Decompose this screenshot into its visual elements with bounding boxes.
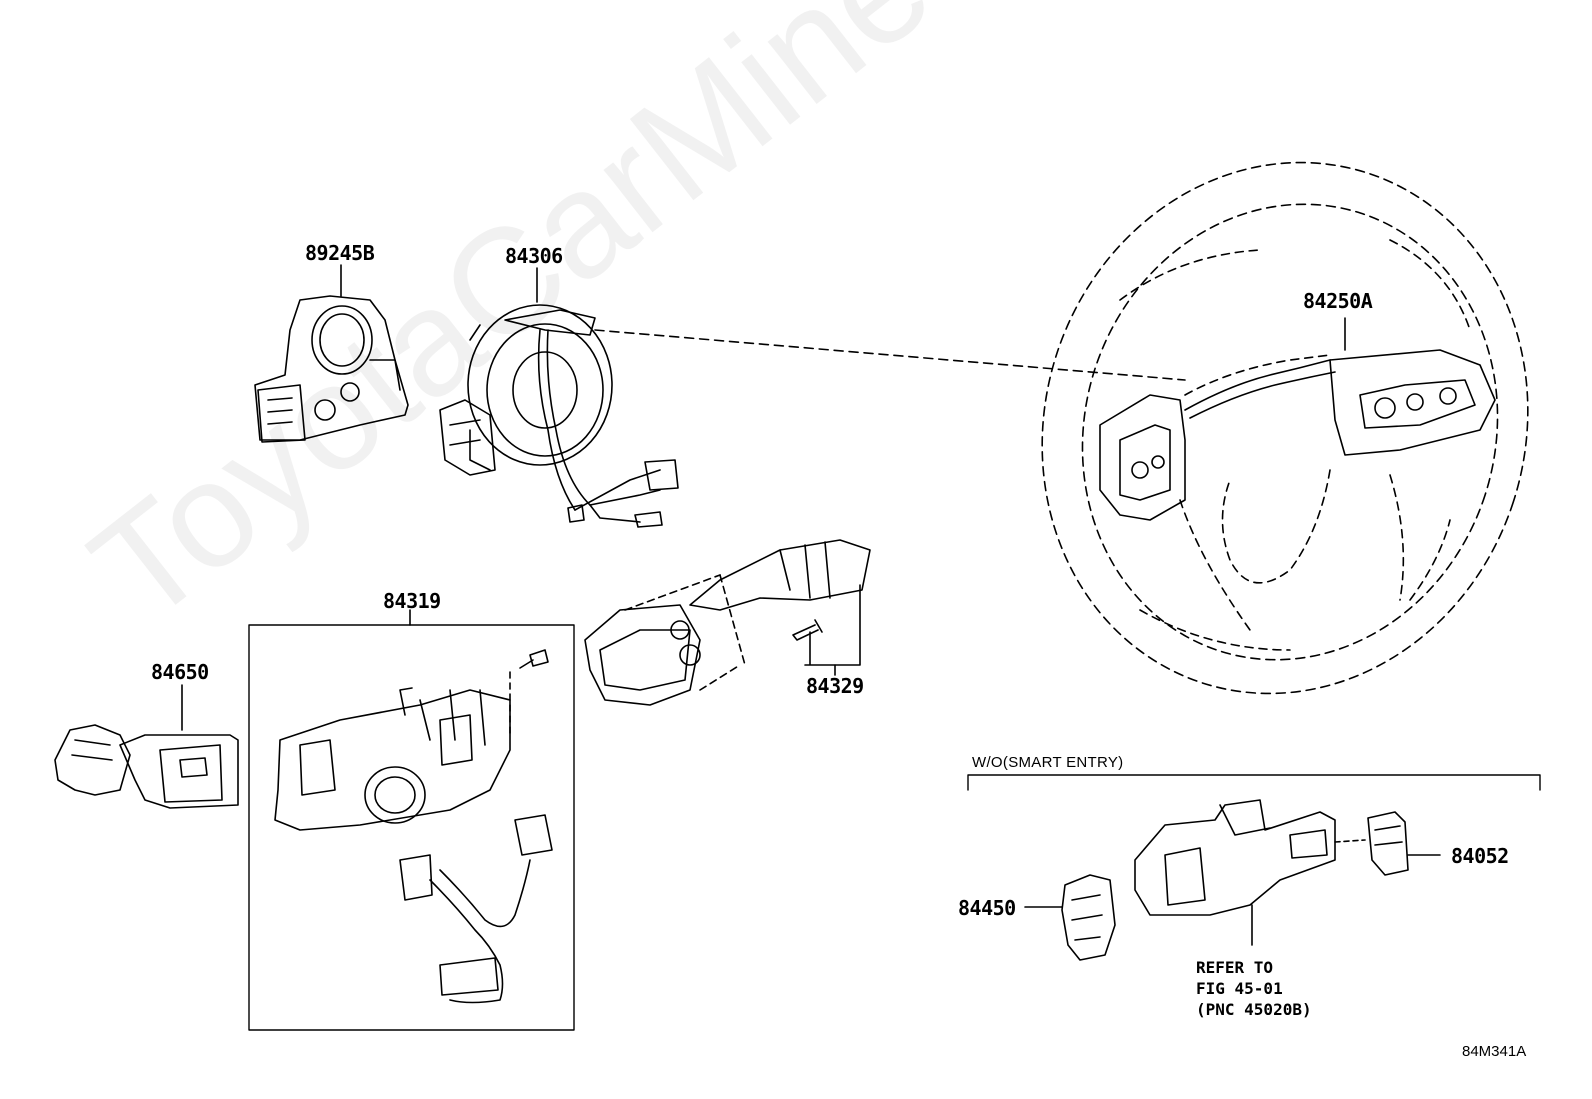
light-switch-drawing <box>584 539 871 706</box>
part-label-89245B: 89245B <box>305 241 375 265</box>
part-label-84052: 84052 <box>1451 844 1509 868</box>
steering-switch-drawing <box>1099 349 1496 521</box>
smart-entry-group-drawing <box>967 774 1541 961</box>
part-label-84250A: 84250A <box>1303 289 1373 313</box>
refer-note-line2: FIG 45-01 <box>1196 979 1283 998</box>
combination-switch-drawing <box>248 609 575 1031</box>
part-label-84450: 84450 <box>958 896 1016 920</box>
wiper-switch-drawing <box>54 684 239 809</box>
part-label-84329: 84329 <box>806 674 864 698</box>
refer-note-line1: REFER TO <box>1196 958 1274 977</box>
leader-84306-wheel <box>594 329 1186 381</box>
condition-label: W/O(SMART ENTRY) <box>972 754 1124 771</box>
clock-spring-drawing <box>439 267 679 528</box>
refer-note-line3: (PNC 45020B) <box>1196 1000 1312 1019</box>
figure-code: 84M341A <box>1462 1043 1527 1060</box>
part-label-84650: 84650 <box>151 660 209 684</box>
steering-sensor-drawing <box>254 264 409 443</box>
part-label-84319: 84319 <box>383 589 441 613</box>
steering-wheel-drawing <box>1041 161 1529 695</box>
part-label-84306: 84306 <box>505 244 563 268</box>
refer-note: REFER TO FIG 45-01 (PNC 45020B) <box>1196 957 1312 1020</box>
